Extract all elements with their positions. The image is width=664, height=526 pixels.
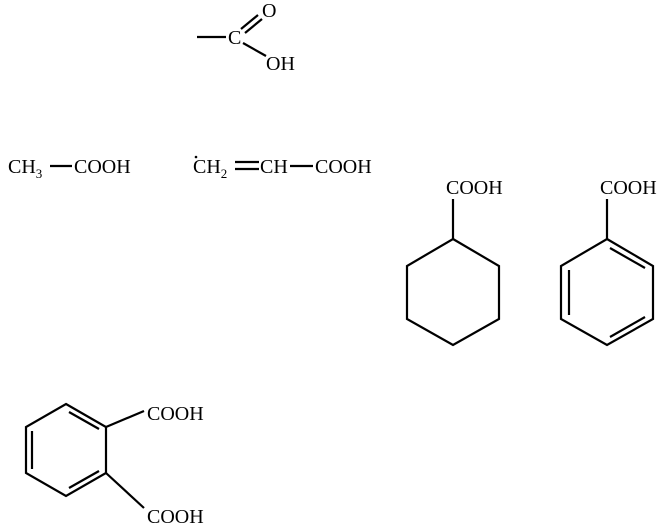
phthalic-acid-structure: COOH COOH — [24, 402, 204, 526]
acrylic-methine-label: CH — [260, 156, 288, 178]
acrylic-acid-structure: CH2 CH COOH — [193, 155, 372, 181]
benzoic-acid-structure: COOH — [559, 177, 657, 347]
cyclohexane-ring — [405, 237, 501, 347]
acrylic-acid-group-label: COOH — [315, 156, 372, 178]
cyclohexane-acid-group-label: COOH — [446, 177, 503, 199]
benzoic-inner-double-bond-1 — [609, 247, 646, 269]
acrylic-dot-mark — [194, 155, 198, 159]
acetic-acid-structure: CH3 COOH — [8, 156, 131, 181]
carboxyl-group-structure: C O OH — [197, 0, 295, 75]
phthalic-bottom-acid-group-label: COOH — [147, 506, 204, 526]
acrylic-methylene-label: CH2 — [193, 156, 227, 181]
hydroxyl-bond — [242, 42, 267, 57]
acetic-acid-group-label: COOH — [74, 156, 131, 178]
phthalic-inner-double-bond-2 — [68, 411, 100, 430]
hydroxyl-label: OH — [266, 53, 295, 75]
benzoic-inner-double-bond-2 — [609, 316, 646, 338]
phthalic-ring — [24, 402, 108, 498]
carbonyl-double-bond-b — [244, 18, 263, 34]
acetic-methyl-label: CH3 — [8, 156, 42, 181]
cyclohexanecarboxylic-acid-structure: COOH — [405, 177, 503, 347]
phthalic-top-substituent-bond — [105, 409, 145, 429]
carboxyl-carbon-label: C — [228, 27, 241, 49]
benzoic-acid-group-label: COOH — [600, 177, 657, 199]
phthalic-inner-double-bond-3 — [68, 470, 100, 489]
carbonyl-oxygen-label: O — [262, 0, 276, 22]
benzoic-ring — [559, 237, 655, 347]
phthalic-bottom-substituent-bond — [105, 472, 145, 509]
carbonyl-double-bond-a — [240, 14, 259, 30]
phthalic-top-acid-group-label: COOH — [147, 403, 204, 425]
